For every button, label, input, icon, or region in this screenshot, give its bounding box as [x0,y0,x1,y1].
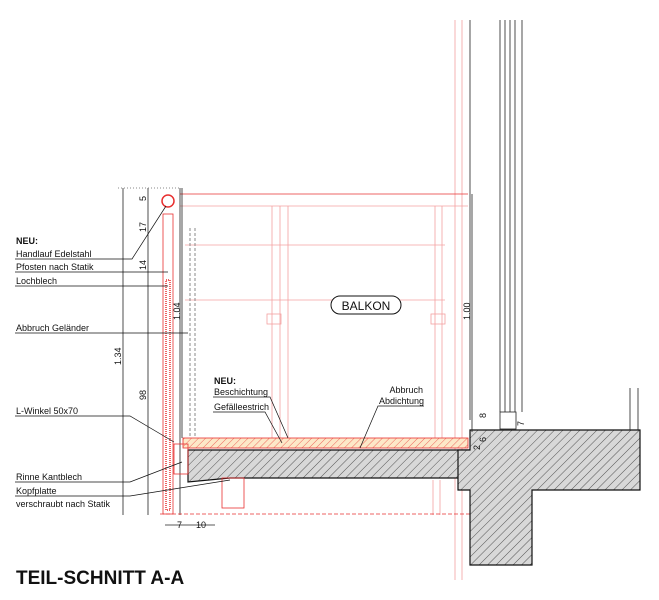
label-kopfplatte: Kopfplatte [16,486,57,496]
label-abdichtung: Abdichtung [379,396,424,406]
balcony-slab [160,437,471,515]
label-neu-left: NEU: [16,236,38,246]
leader-lines [15,205,424,497]
label-handlauf: Handlauf Edelstahl [16,249,92,259]
dim-8: 8 [478,413,488,418]
dim-1-00: 1.00 [462,302,472,320]
new-railing-post [161,188,196,515]
dim-7: 7 [177,520,182,530]
facade-lines [454,20,523,580]
old-railing [180,193,468,515]
dim-5: 5 [138,196,148,201]
dim-1-34: 1.34 [113,347,123,365]
dim-1-04: 1.04 [172,302,182,320]
dim-6: 6 [478,437,488,442]
handrail-icon [161,194,175,208]
dim-17: 17 [138,222,148,232]
label-l-winkel: L-Winkel 50x70 [16,406,78,416]
room-label: BALKON [342,299,391,313]
label-rinne: Rinne Kantblech [16,472,82,482]
label-neu-floor: NEU: [214,376,236,386]
drawing-title: TEIL-SCHNITT A-A [16,568,184,589]
label-lochblech: Lochblech [16,276,57,286]
building-slab [457,388,641,566]
dim-14: 14 [138,260,148,270]
room-label-frame [330,295,402,315]
dimension-lines [118,187,473,526]
label-gefaelleestrich: Gefälleestrich [214,402,269,412]
label-abbruch-gelaender: Abbruch Geländer [16,323,89,333]
dim-2: 2 [472,445,482,450]
dim-10: 10 [196,520,206,530]
label-abbruch: Abbruch [389,385,423,395]
label-beschichtung: Beschichtung [214,387,268,397]
label-verschraubt: verschraubt nach Statik [16,499,111,509]
dim-98: 98 [138,390,148,400]
dim-7b: 7 [516,421,526,426]
label-pfosten: Pfosten nach Statik [16,262,94,272]
